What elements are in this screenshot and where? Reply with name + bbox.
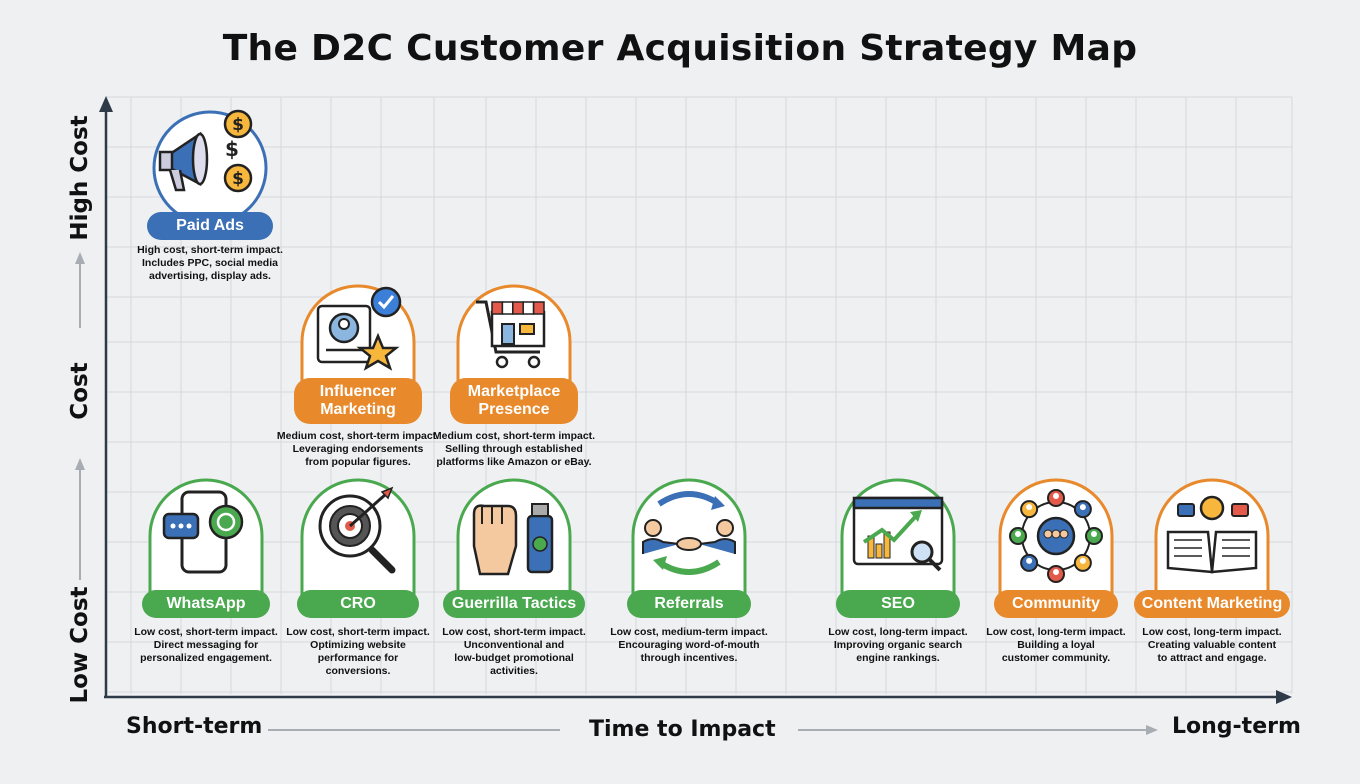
x-axis-arrowhead [1276, 690, 1292, 704]
x-axis-long-label: Long-term [1172, 714, 1301, 739]
profile-star-icon [316, 286, 402, 371]
y-axis-low-label: Low Cost [67, 586, 93, 704]
description-paid-ads: High cost, short-term impact. Includes P… [137, 244, 283, 282]
svg-text:$: $ [232, 169, 244, 189]
node-frame-paid-ads: $$$ [152, 109, 268, 226]
label-pill-cro: CRO [297, 590, 419, 618]
node-frame-guerrilla [456, 478, 572, 600]
node-frame-marketplace [456, 284, 572, 388]
node-frame-cro [300, 478, 416, 600]
target-magnifier-icon [318, 486, 396, 574]
y-axis-arrowhead [99, 96, 113, 112]
handshake-icon [642, 491, 736, 575]
label-pill-content: Content Marketing [1134, 590, 1290, 618]
label-pill-referrals: Referrals [627, 590, 751, 618]
community-network-icon [1009, 489, 1103, 583]
node-frame-content [1154, 478, 1270, 600]
label-pill-whatsapp: WhatsApp [142, 590, 270, 618]
description-community: Low cost, long-term impact. Building a l… [986, 626, 1126, 664]
description-whatsapp: Low cost, short-term impact. Direct mess… [134, 626, 278, 664]
description-influencer: Medium cost, short-term impact. Leveragi… [276, 430, 440, 468]
label-pill-influencer: Influencer Marketing [294, 378, 422, 424]
fist-spray-icon [472, 503, 554, 576]
x-axis-short-label: Short-term [126, 714, 263, 739]
description-cro: Low cost, short-term impact. Optimizing … [286, 626, 430, 677]
label-pill-paid-ads: Paid Ads [147, 212, 273, 240]
y-axis-high-label: High Cost [67, 115, 93, 241]
seo-chart-icon [852, 496, 944, 572]
label-pill-guerrilla: Guerrilla Tactics [443, 590, 585, 618]
svg-text:$: $ [232, 115, 244, 135]
label-pill-community: Community [994, 590, 1118, 618]
open-book-bulb-icon [1166, 495, 1258, 574]
node-frame-influencer [300, 284, 416, 388]
label-pill-seo: SEO [836, 590, 960, 618]
megaphone-icon: $$$ [158, 109, 253, 193]
y-axis-title: Cost [67, 362, 93, 420]
svg-text:$: $ [225, 137, 239, 161]
label-pill-marketplace: Marketplace Presence [450, 378, 578, 424]
description-content: Low cost, long-term impact. Creating val… [1142, 626, 1282, 664]
node-frame-whatsapp [148, 478, 264, 600]
page-title: The D2C Customer Acquisition Strategy Ma… [222, 28, 1138, 69]
shopping-cart-store-icon [476, 300, 546, 369]
description-seo: Low cost, long-term impact. Improving or… [828, 626, 968, 664]
node-frame-referrals [631, 478, 747, 600]
description-guerrilla: Low cost, short-term impact. Unconventio… [442, 626, 586, 677]
cost-up-arrowhead-2 [75, 458, 85, 470]
node-frame-community [998, 478, 1114, 600]
description-marketplace: Medium cost, short-term impact. Selling … [432, 430, 596, 468]
description-referrals: Low cost, medium-term impact. Encouragin… [610, 626, 768, 664]
cost-up-arrowhead [75, 252, 85, 264]
x-axis-title: Time to Impact [589, 717, 776, 742]
phone-chat-icon [162, 490, 244, 574]
node-frame-seo [840, 478, 956, 600]
time-arrowhead [1146, 725, 1158, 735]
